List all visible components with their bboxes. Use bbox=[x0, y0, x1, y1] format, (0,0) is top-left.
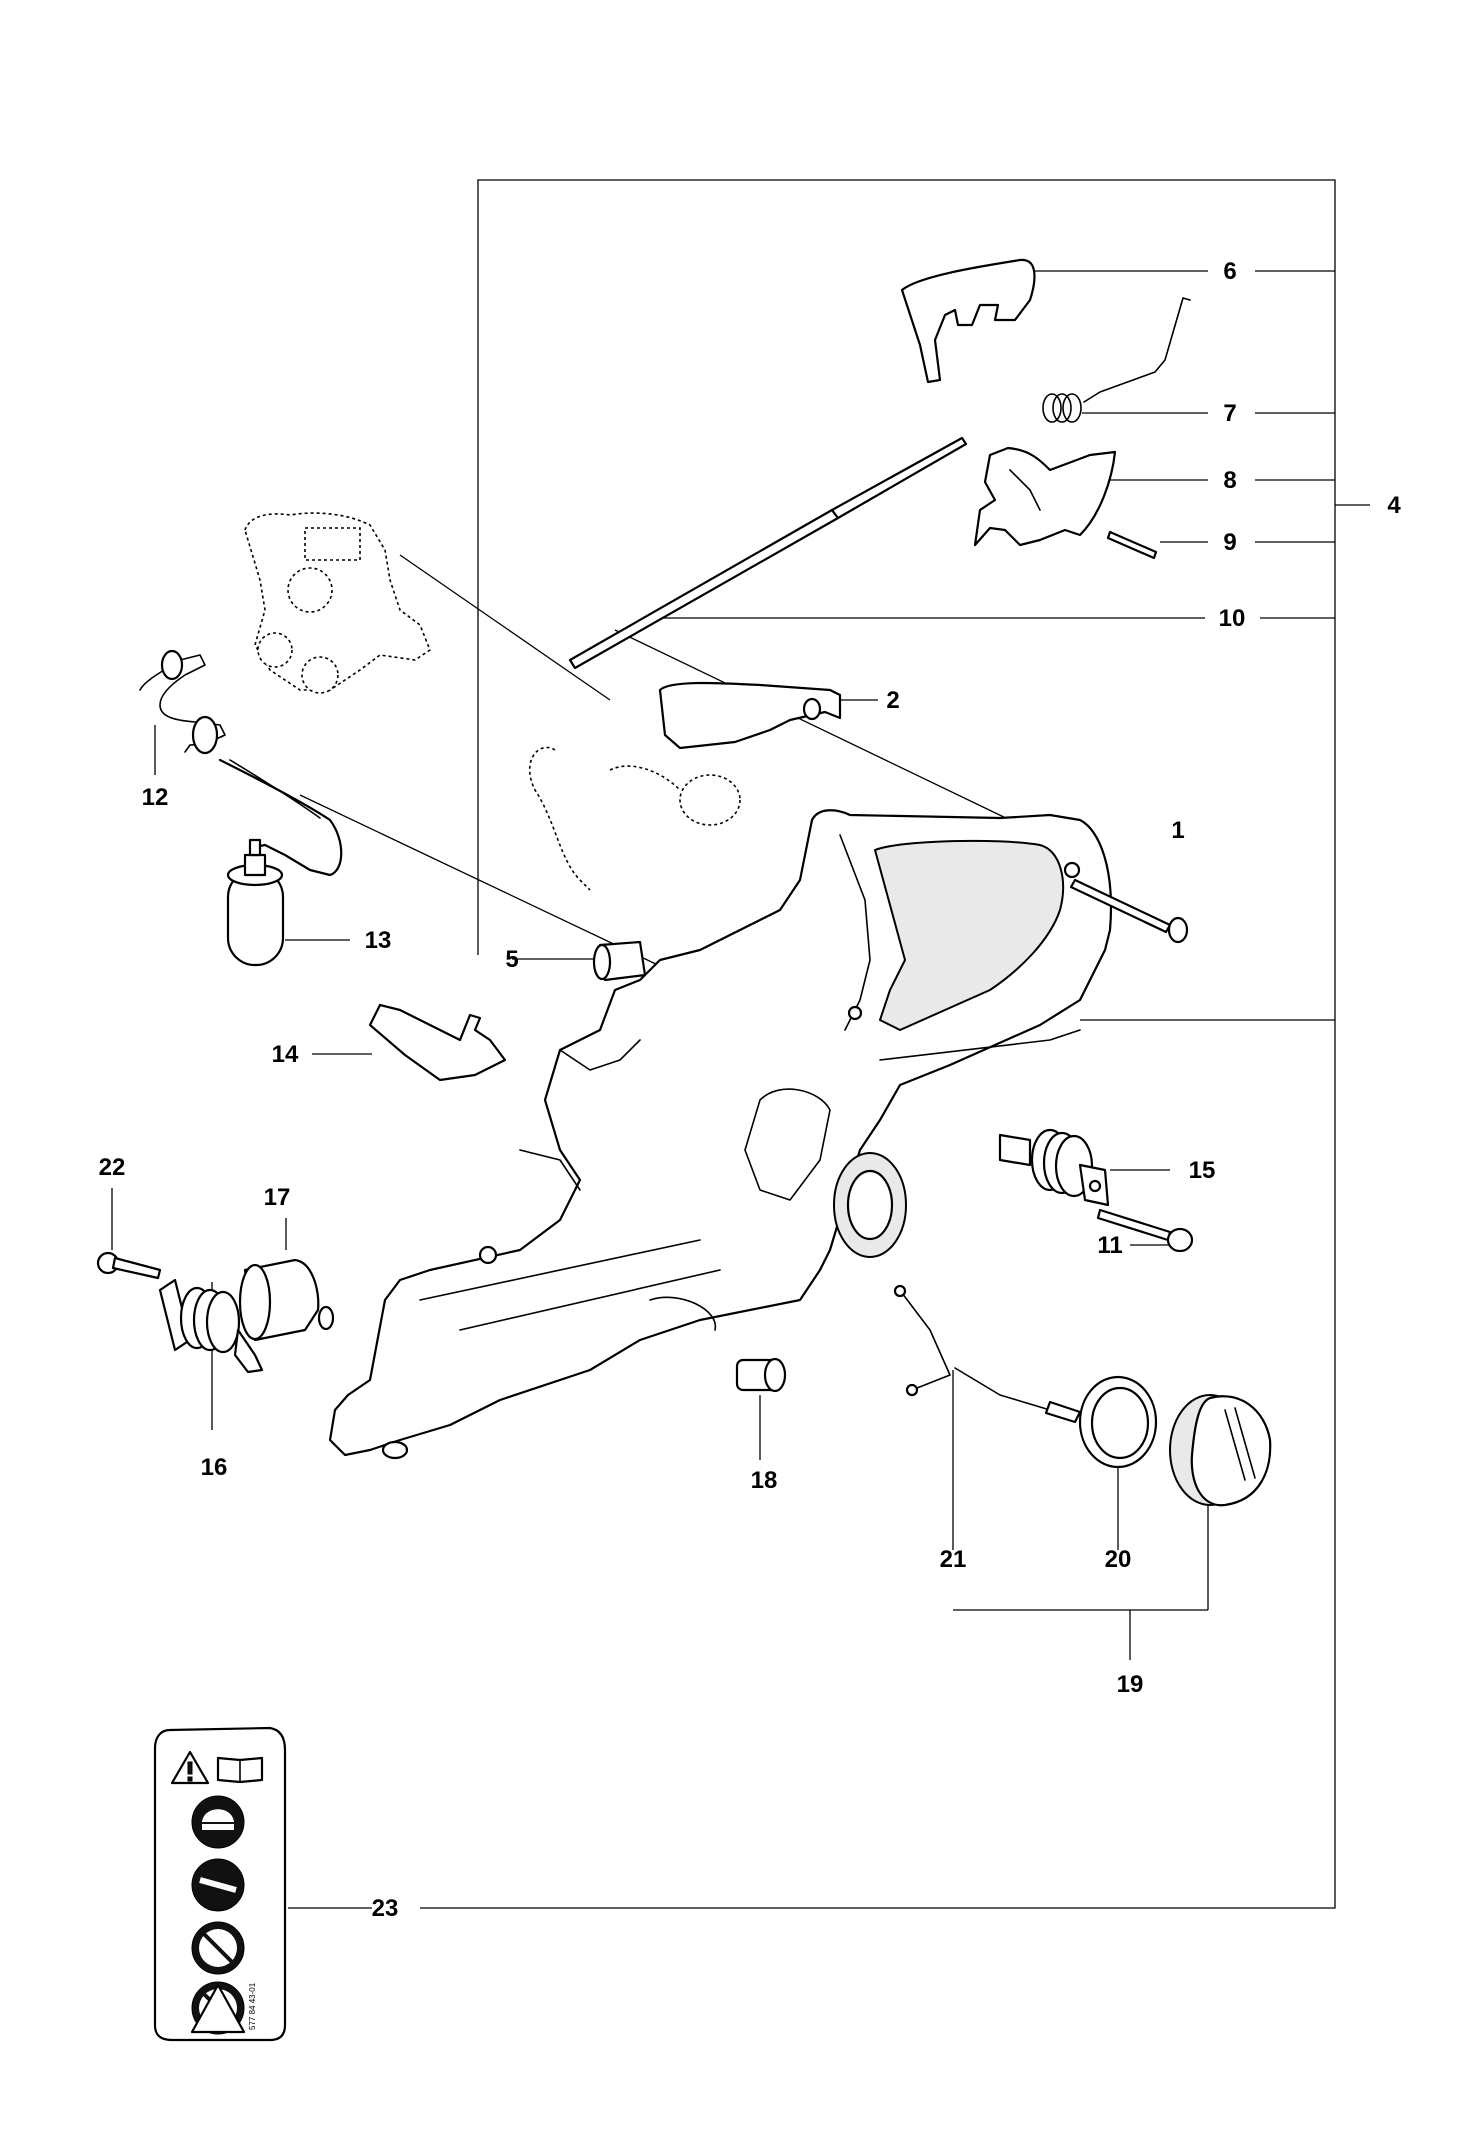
two-hand-grip-icon bbox=[191, 1858, 245, 1912]
callout-13: 13 bbox=[365, 927, 392, 954]
bushing-18-part bbox=[735, 1357, 787, 1393]
fuel-cap-part bbox=[1169, 1394, 1272, 1507]
fuel-line-reference bbox=[528, 746, 741, 891]
pickup-body-part bbox=[893, 1284, 1082, 1424]
throttle-lockout-part bbox=[658, 681, 842, 750]
throttle-rod-part bbox=[568, 436, 968, 670]
av-spring-front-part bbox=[998, 1128, 1110, 1207]
throttle-trigger-part bbox=[973, 446, 1117, 547]
callout-16: 16 bbox=[201, 1454, 228, 1481]
callout-7: 7 bbox=[1223, 400, 1236, 427]
fuel-filter-part bbox=[226, 838, 285, 967]
callout-17: 17 bbox=[264, 1184, 291, 1211]
callout-4: 4 bbox=[1387, 492, 1401, 519]
pin-part bbox=[1106, 530, 1158, 560]
av-spring-rear-part bbox=[158, 1278, 264, 1374]
callout-1: 1 bbox=[1171, 817, 1184, 844]
callout-14: 14 bbox=[272, 1041, 299, 1068]
torsion-spring-part bbox=[1042, 297, 1191, 423]
callout-15: 15 bbox=[1189, 1157, 1216, 1184]
handle-cover-part bbox=[900, 258, 1036, 384]
callout-5: 5 bbox=[505, 946, 518, 973]
manual-book-icon bbox=[216, 1756, 264, 1784]
bolt-11-part bbox=[1096, 1208, 1194, 1253]
grommet-part bbox=[592, 940, 647, 982]
callout-19: 19 bbox=[1117, 1671, 1144, 1698]
safety-decal-part: 577 84 43-01 bbox=[153, 1726, 287, 2042]
callout-labels: 6 7 8 4 9 10 2 1 12 13 5 14 15 22 17 11 … bbox=[99, 258, 1402, 1922]
callout-6: 6 bbox=[1223, 258, 1236, 285]
callout-8: 8 bbox=[1223, 467, 1236, 494]
screw-1-part bbox=[1069, 878, 1189, 944]
callout-2: 2 bbox=[886, 687, 899, 714]
callout-23: 23 bbox=[372, 1895, 399, 1922]
decal-part-number: 577 84 43-01 bbox=[248, 1982, 257, 2030]
o-ring-part bbox=[1078, 1375, 1158, 1469]
helmet-ear-eye-protection-icon bbox=[191, 1795, 245, 1849]
cover-plate-part bbox=[368, 1003, 507, 1082]
callout-21: 21 bbox=[940, 1546, 967, 1573]
rubber-buffer-part bbox=[238, 1258, 335, 1342]
callout-9: 9 bbox=[1223, 529, 1236, 556]
assembly-bracket bbox=[420, 179, 1370, 1909]
callout-22: 22 bbox=[99, 1154, 126, 1181]
callout-12: 12 bbox=[142, 784, 169, 811]
kickback-warning-icon bbox=[190, 1983, 246, 2034]
screw-22-part bbox=[96, 1251, 162, 1280]
carburetor-reference bbox=[244, 512, 431, 694]
callout-20: 20 bbox=[1105, 1546, 1132, 1573]
callout-11: 11 bbox=[1097, 1232, 1122, 1259]
no-one-hand-operation-icon bbox=[191, 1921, 245, 1975]
callout-10: 10 bbox=[1219, 605, 1246, 632]
warning-triangle-icon bbox=[170, 1750, 210, 1785]
callout-18: 18 bbox=[751, 1467, 778, 1494]
leader-lines bbox=[111, 270, 1335, 1909]
rear-handle-housing-part bbox=[328, 809, 1113, 1460]
